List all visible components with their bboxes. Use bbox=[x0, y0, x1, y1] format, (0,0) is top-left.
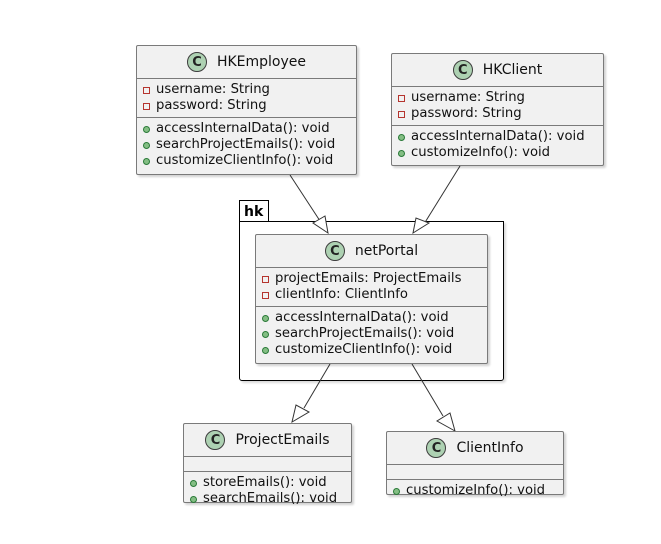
public-visibility-icon bbox=[262, 330, 269, 338]
method-text: searchProjectEmails(): void bbox=[275, 326, 455, 341]
class-stereotype-icon: C bbox=[452, 60, 473, 80]
method-text: customizeClientInfo(): void bbox=[275, 342, 453, 357]
public-visibility-icon bbox=[190, 495, 197, 503]
method: searchProjectEmails(): void bbox=[256, 326, 487, 342]
method: accessInternalData(): void bbox=[392, 129, 603, 145]
method-text: searchEmails(): void bbox=[203, 491, 338, 506]
class-name: HKEmployee bbox=[216, 54, 307, 70]
class-stereotype-icon: C bbox=[205, 430, 226, 450]
relation-hkclient-netportal-arrowhead bbox=[412, 217, 431, 235]
public-visibility-icon bbox=[143, 125, 150, 133]
public-visibility-icon bbox=[262, 314, 269, 322]
private-visibility-icon bbox=[398, 94, 405, 102]
class-name: netPortal bbox=[354, 243, 419, 259]
method: customizeInfo(): void bbox=[387, 483, 563, 499]
class-header: C ProjectEmails bbox=[184, 424, 351, 457]
method: searchEmails(): void bbox=[184, 491, 351, 507]
package-name: hk bbox=[244, 203, 264, 220]
method: customizeClientInfo(): void bbox=[256, 342, 487, 358]
method-text: customizeInfo(): void bbox=[411, 145, 551, 160]
method: customizeInfo(): void bbox=[392, 145, 603, 161]
methods-section: accessInternalData(): void searchProject… bbox=[137, 118, 356, 172]
class-header: C HKClient bbox=[392, 54, 603, 87]
public-visibility-icon bbox=[262, 346, 269, 354]
attribute-text: projectEmails: ProjectEmails bbox=[275, 271, 462, 286]
method-text: customizeClientInfo(): void bbox=[156, 153, 334, 168]
public-visibility-icon bbox=[393, 487, 400, 495]
relation-hkemployee-netportal-line bbox=[289, 174, 323, 225]
class-clientinfo[interactable]: C ClientInfo customizeInfo(): void bbox=[386, 431, 564, 498]
attribute: password: String bbox=[137, 98, 356, 114]
relation-netportal-projectemails-arrowhead bbox=[291, 404, 311, 424]
private-visibility-icon bbox=[143, 86, 150, 94]
relation-netportal-clientinfo-arrowhead bbox=[436, 412, 456, 433]
method: customizeClientInfo(): void bbox=[137, 153, 356, 169]
relation-hkemployee-netportal-arrowhead bbox=[312, 215, 329, 235]
class-header: C HKEmployee bbox=[137, 46, 356, 79]
attribute: username: String bbox=[137, 82, 356, 98]
class-hkclient[interactable]: C HKClient username: String password: St… bbox=[391, 53, 604, 166]
public-visibility-icon bbox=[190, 479, 197, 487]
attributes-section: username: String password: String bbox=[137, 79, 356, 118]
method-text: storeEmails(): void bbox=[203, 475, 327, 490]
methods-section: accessInternalData(): void searchProject… bbox=[256, 307, 487, 361]
attribute-text: username: String bbox=[411, 90, 525, 105]
class-stereotype-icon: C bbox=[426, 438, 447, 458]
attributes-section: projectEmails: ProjectEmails clientInfo:… bbox=[256, 268, 487, 307]
attribute-text: username: String bbox=[156, 82, 270, 97]
public-visibility-icon bbox=[143, 141, 150, 149]
private-visibility-icon bbox=[262, 275, 269, 283]
class-name: ProjectEmails bbox=[235, 432, 330, 448]
attribute: password: String bbox=[392, 106, 603, 122]
private-visibility-icon bbox=[398, 110, 405, 118]
methods-section: accessInternalData(): void customizeInfo… bbox=[392, 126, 603, 164]
class-projectemails[interactable]: C ProjectEmails storeEmails(): void sear… bbox=[183, 423, 352, 506]
attributes-section bbox=[184, 457, 351, 472]
relation-hkclient-netportal-line bbox=[423, 165, 461, 225]
attributes-section: username: String password: String bbox=[392, 87, 603, 126]
method-text: accessInternalData(): void bbox=[275, 310, 449, 325]
class-header: C netPortal bbox=[256, 235, 487, 268]
method-text: accessInternalData(): void bbox=[411, 129, 585, 144]
method-text: accessInternalData(): void bbox=[156, 121, 330, 136]
attribute: clientInfo: ClientInfo bbox=[256, 287, 487, 303]
method-text: searchProjectEmails(): void bbox=[156, 137, 336, 152]
class-header: C ClientInfo bbox=[387, 432, 563, 465]
methods-section: customizeInfo(): void bbox=[387, 480, 563, 502]
public-visibility-icon bbox=[143, 157, 150, 165]
methods-section: storeEmails(): void searchEmails(): void bbox=[184, 472, 351, 510]
class-name: ClientInfo bbox=[456, 440, 524, 456]
package-hk-tab: hk bbox=[239, 200, 269, 222]
class-hkemployee[interactable]: C HKEmployee username: String password: … bbox=[136, 45, 357, 175]
relation-netportal-clientinfo-line bbox=[411, 363, 444, 417]
method: accessInternalData(): void bbox=[137, 121, 356, 137]
private-visibility-icon bbox=[143, 102, 150, 110]
attribute-text: clientInfo: ClientInfo bbox=[275, 287, 408, 302]
attribute: projectEmails: ProjectEmails bbox=[256, 271, 487, 287]
attribute: username: String bbox=[392, 90, 603, 106]
relation-netportal-projectemails-line bbox=[303, 363, 331, 409]
class-netportal[interactable]: C netPortal projectEmails: ProjectEmails… bbox=[255, 234, 488, 364]
method: searchProjectEmails(): void bbox=[137, 137, 356, 153]
attribute-text: password: String bbox=[411, 106, 522, 121]
method: accessInternalData(): void bbox=[256, 310, 487, 326]
method-text: customizeInfo(): void bbox=[406, 483, 546, 498]
private-visibility-icon bbox=[262, 291, 269, 299]
method: storeEmails(): void bbox=[184, 475, 351, 491]
attributes-section bbox=[387, 465, 563, 480]
public-visibility-icon bbox=[398, 133, 405, 141]
class-stereotype-icon: C bbox=[324, 241, 345, 261]
attribute-text: password: String bbox=[156, 98, 267, 113]
class-stereotype-icon: C bbox=[186, 52, 207, 72]
public-visibility-icon bbox=[398, 149, 405, 157]
class-name: HKClient bbox=[482, 62, 543, 78]
